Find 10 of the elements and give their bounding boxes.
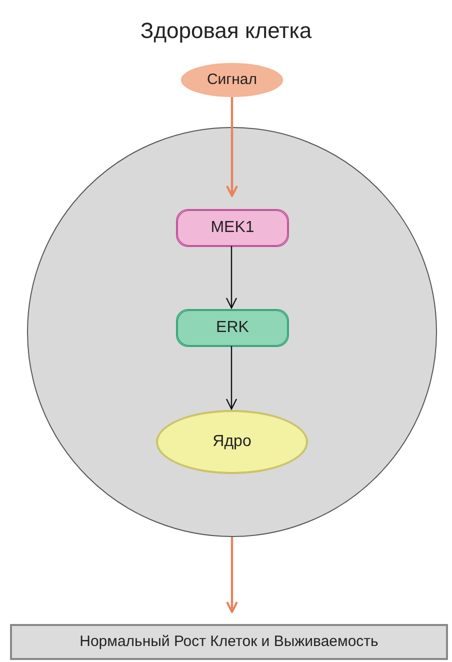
arrow [226,537,238,613]
node-label: Ядро [212,432,252,452]
title: Здоровая клетка [139,17,313,45]
node-label: Нормальный Рост Клеток и Выживаемость [80,632,378,652]
arrow [226,97,238,197]
arrow [226,246,238,309]
node-label: Сигнал [206,70,258,90]
arrow [226,346,238,410]
node-label: MEK1 [210,218,254,238]
node-label: ERK [216,318,249,338]
